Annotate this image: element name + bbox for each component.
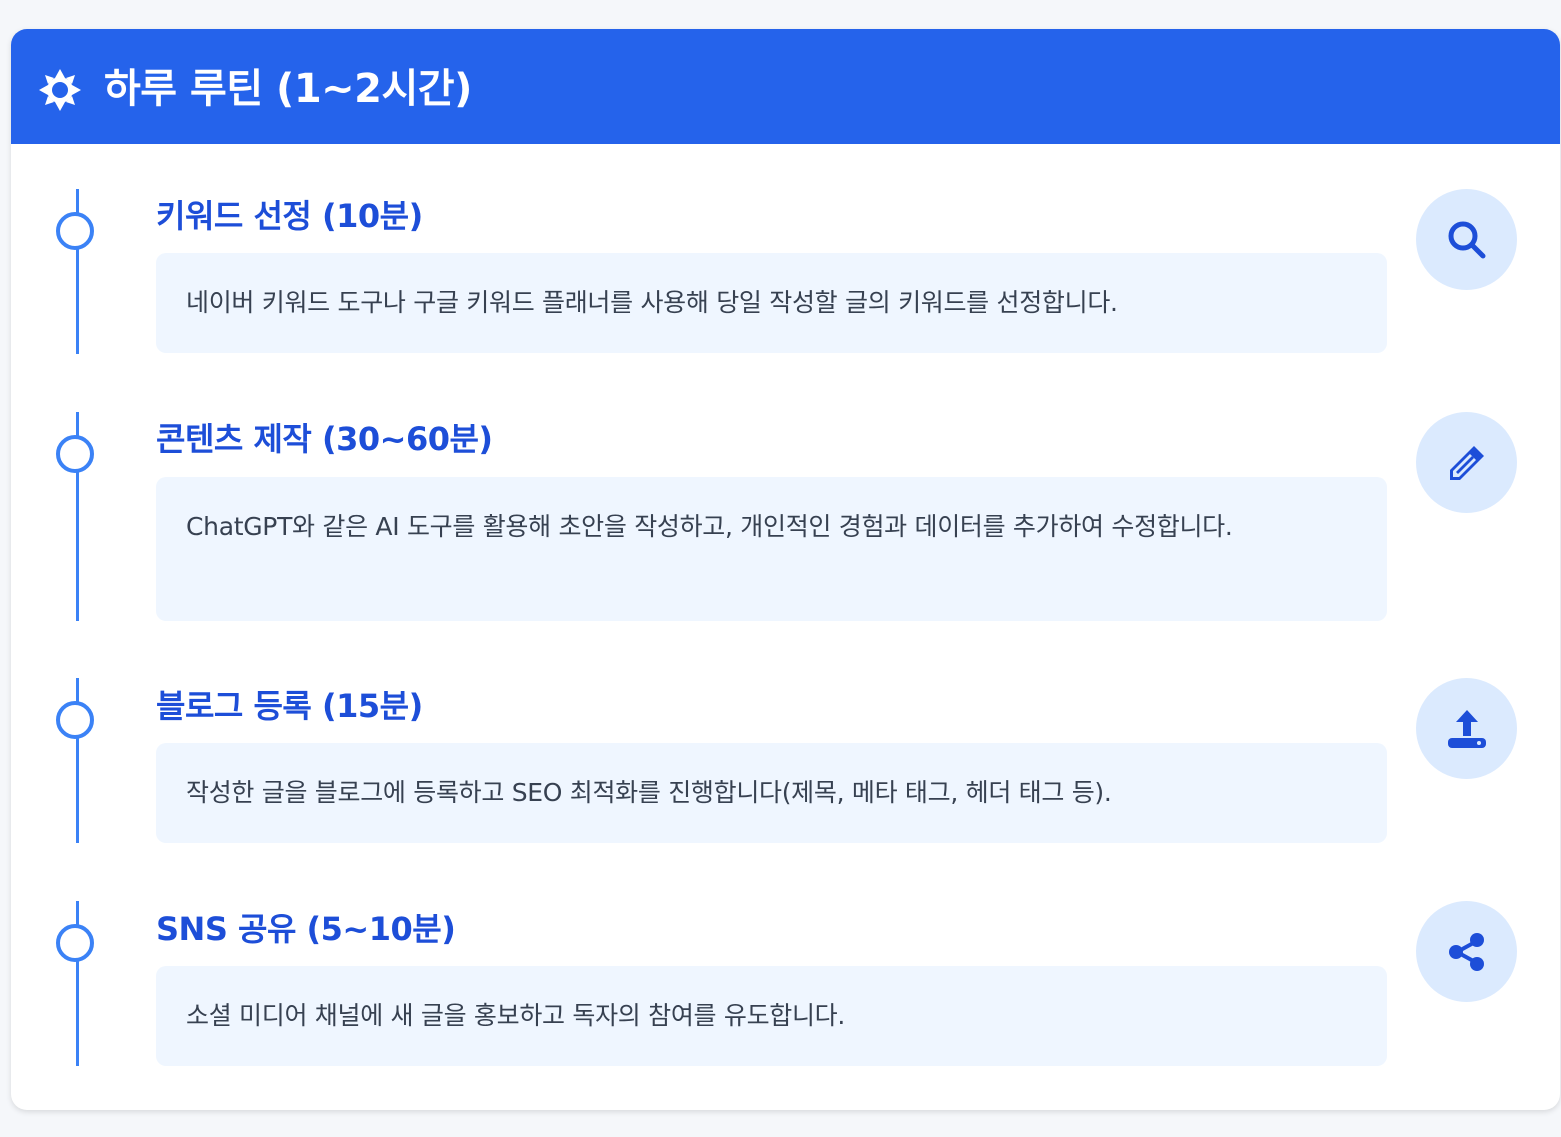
step-description-box: 소셜 미디어 채널에 새 글을 홍보하고 독자의 참여를 유도합니다. — [156, 966, 1387, 1066]
share-button[interactable] — [1416, 901, 1517, 1002]
daily-routine-card: 하루 루틴 (1~2시간) 키워드 선정 (10분) 네이버 키워드 도구나 구… — [11, 29, 1560, 1110]
timeline-node — [56, 435, 94, 473]
step-description: 네이버 키워드 도구나 구글 키워드 플래너를 사용해 당일 작성할 글의 키워… — [186, 288, 1118, 317]
step-description-box: ChatGPT와 같은 AI 도구를 활용해 초안을 작성하고, 개인적인 경험… — [156, 477, 1387, 621]
timeline-node — [56, 701, 94, 739]
step-title: 콘텐츠 제작 (30~60분) — [156, 420, 493, 458]
timeline-line — [76, 412, 79, 621]
step-description: 소셜 미디어 채널에 새 글을 홍보하고 독자의 참여를 유도합니다. — [186, 1001, 846, 1030]
step-description-box: 네이버 키워드 도구나 구글 키워드 플래너를 사용해 당일 작성할 글의 키워… — [156, 253, 1387, 353]
timeline-line — [76, 901, 79, 1066]
edit-button[interactable] — [1416, 412, 1517, 513]
search-button[interactable] — [1416, 189, 1517, 290]
step-description: ChatGPT와 같은 AI 도구를 활용해 초안을 작성하고, 개인적인 경험… — [186, 512, 1233, 541]
search-icon — [1448, 221, 1485, 258]
step-title: SNS 공유 (5~10분) — [156, 910, 456, 948]
step-title: 블로그 등록 (15분) — [156, 687, 423, 725]
upload-icon — [1447, 709, 1486, 748]
step-description: 작성한 글을 블로그에 등록하고 SEO 최적화를 진행합니다(제목, 메타 태… — [186, 778, 1112, 807]
card-header: 하루 루틴 (1~2시간) — [11, 29, 1560, 144]
timeline-node — [56, 924, 94, 962]
timeline-line — [76, 678, 79, 843]
page-title: 하루 루틴 (1~2시간) — [104, 66, 472, 112]
sun-icon — [39, 69, 81, 111]
upload-button[interactable] — [1416, 678, 1517, 779]
timeline-line — [76, 189, 79, 354]
pencil-icon — [1449, 445, 1484, 480]
share-icon — [1448, 932, 1484, 971]
step-description-box: 작성한 글을 블로그에 등록하고 SEO 최적화를 진행합니다(제목, 메타 태… — [156, 743, 1387, 843]
step-title: 키워드 선정 (10분) — [156, 197, 423, 235]
timeline-node — [56, 212, 94, 250]
